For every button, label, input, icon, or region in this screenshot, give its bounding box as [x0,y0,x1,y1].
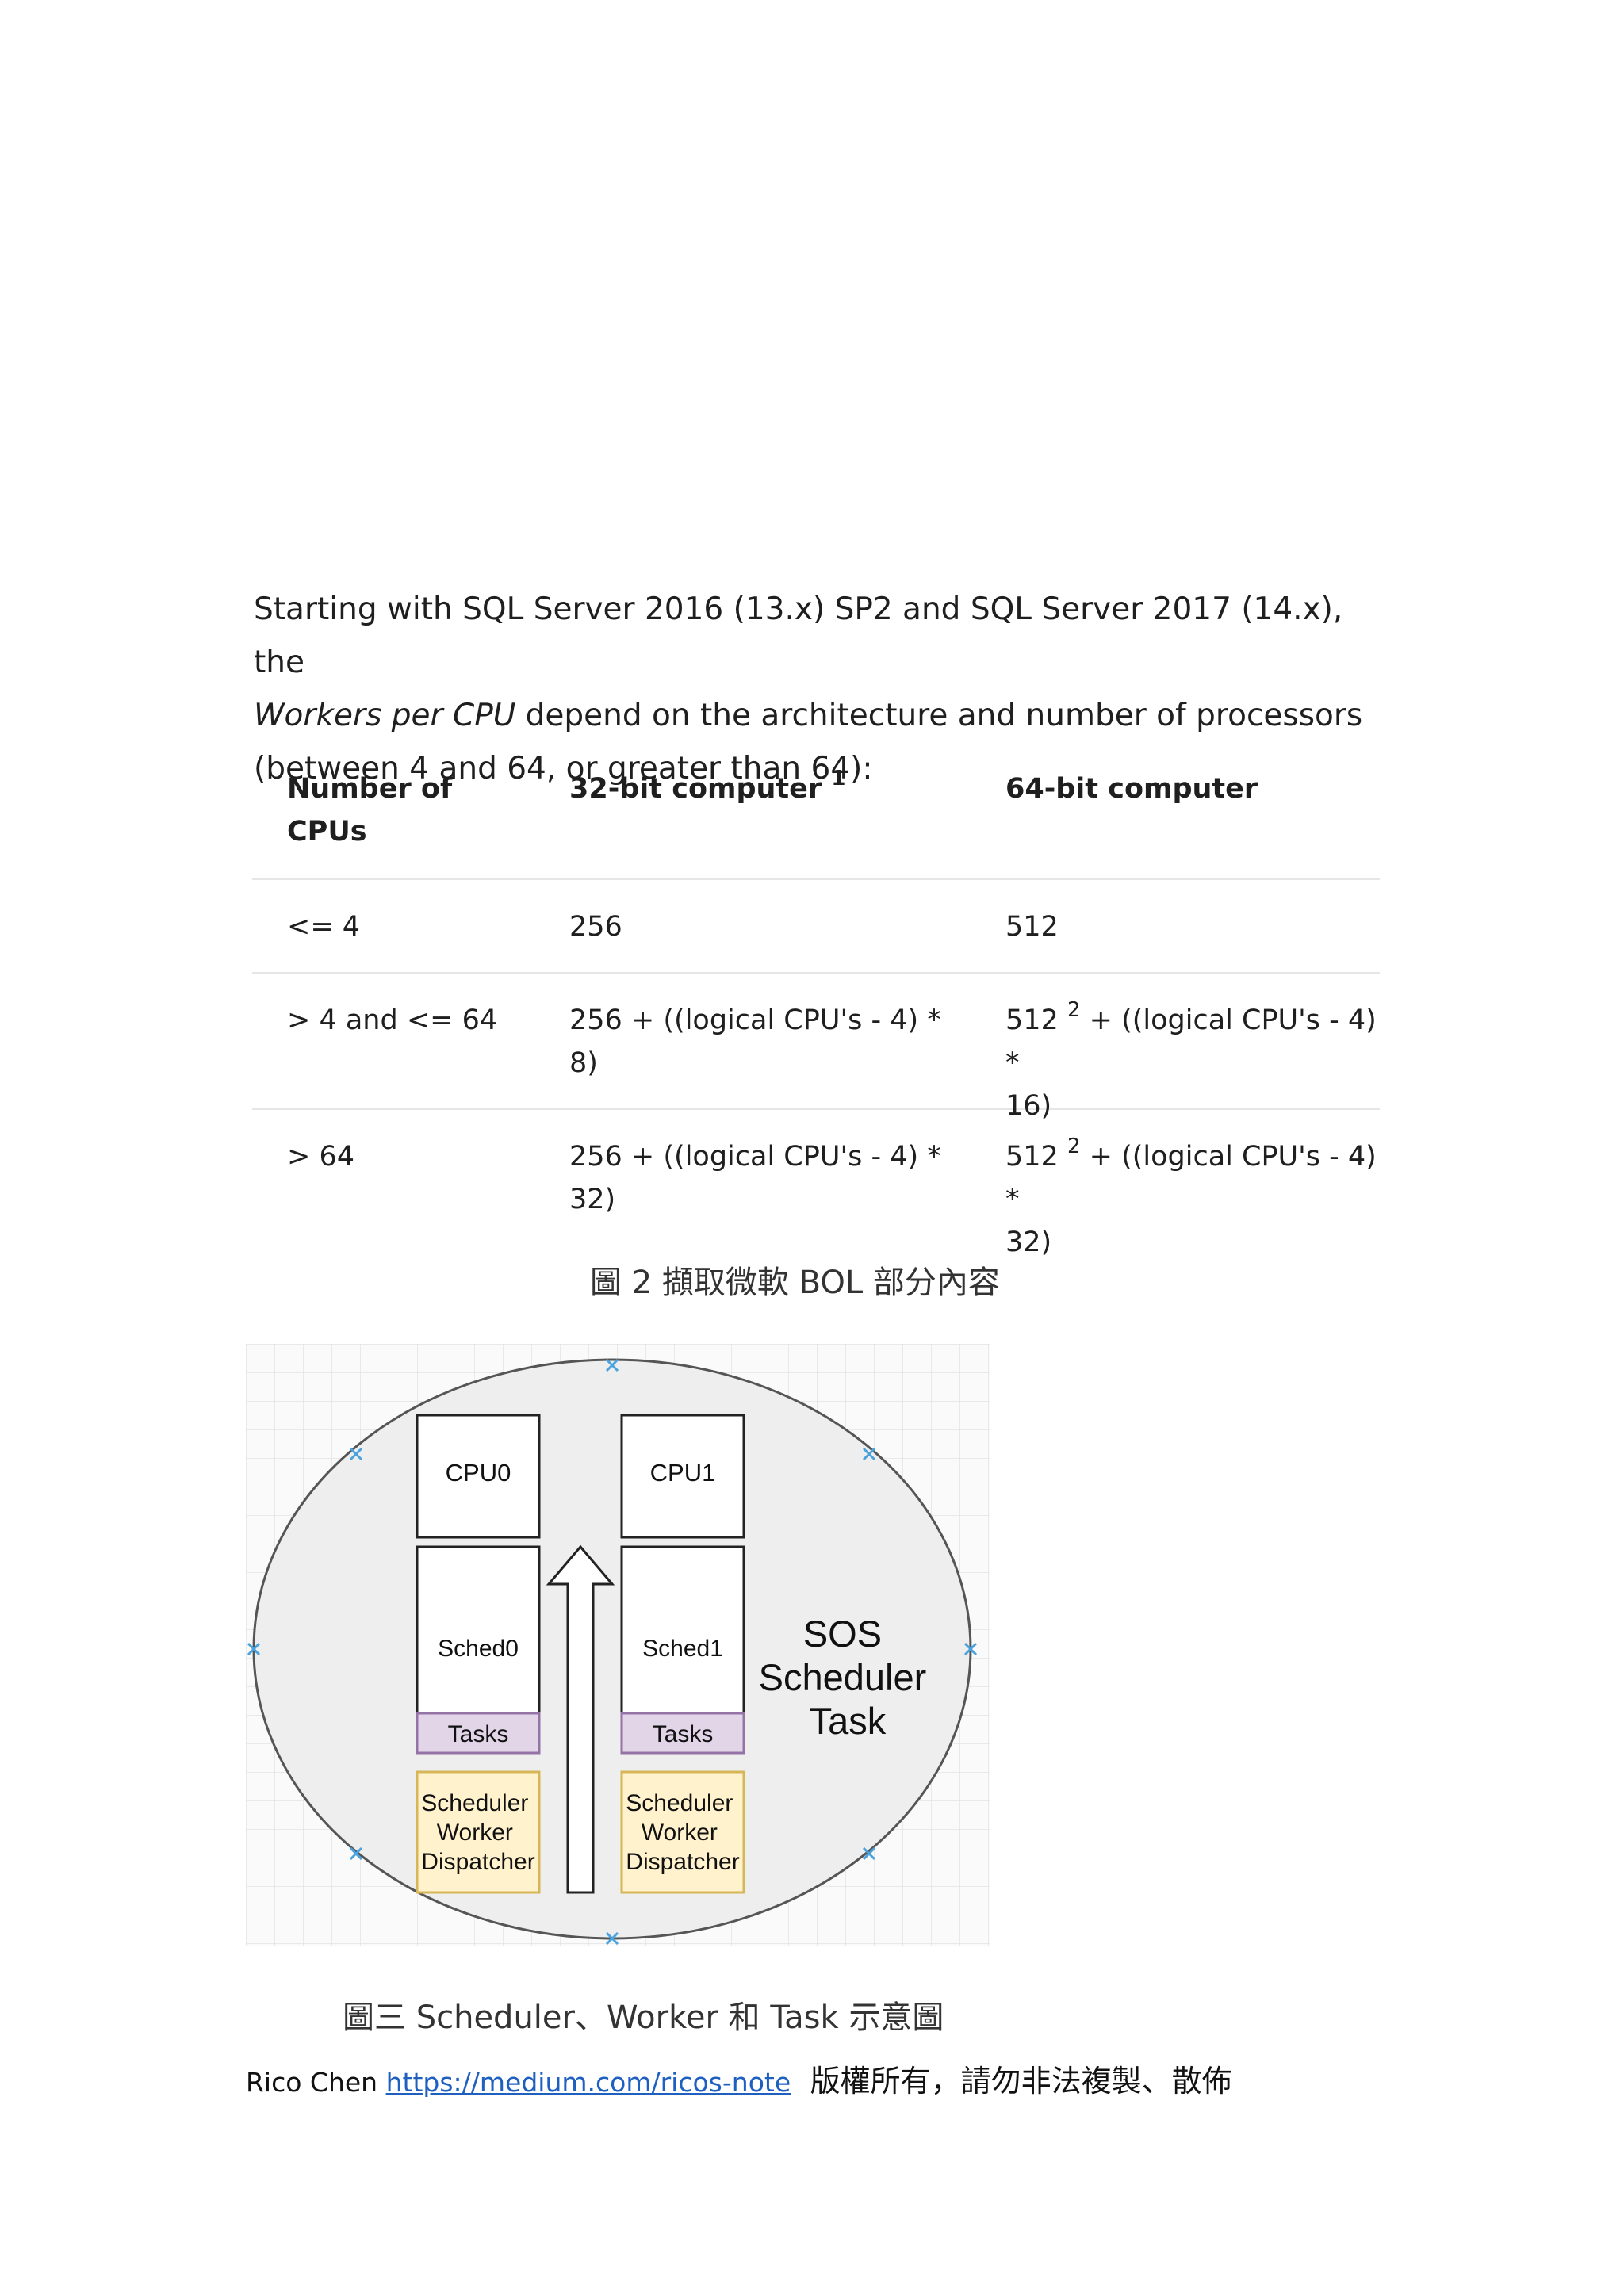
header-cpus-line-1: Number of [287,773,453,805]
row-64bit: 512 2 + ((logical CPU's - 4) * 16) [1005,999,1378,1127]
handle-icon [862,1846,876,1861]
sos-line-2: Scheduler [759,1656,927,1698]
row-32bit: 256 + ((logical CPU's - 4) * 8) [569,999,966,1085]
row-32bit: 256 + ((logical CPU's - 4) * 32) [569,1135,966,1221]
footnote-ref-1: 1 [831,767,846,790]
cpu0-label: CPU0 [446,1459,511,1487]
swd0-line-1: Scheduler [421,1790,528,1816]
row-32bit-line-2: 32) [569,1184,616,1215]
row-64bit-formula: + ((logical CPU's - 4) * [1005,1004,1377,1079]
row-cpus: > 64 [287,1141,354,1173]
handle-icon [349,1447,363,1461]
scheduler-diagram: CPU0 CPU1 Sched0 Tasks Sched1 Tasks Sche… [246,1344,990,1946]
sched0-label: Sched0 [438,1636,519,1662]
header-cpus: Number of CPUs [287,767,541,853]
swd1-box [620,1770,745,1894]
header-cpus-line-2: CPUs [287,816,367,848]
handle-icon [605,1931,619,1946]
swd1-line-3: Dispatcher [626,1849,739,1875]
row-32bit-line-2: 8) [569,1047,598,1079]
footnote-ref-2: 2 [1067,1135,1081,1158]
tasks0-label: Tasks [448,1721,509,1747]
row-64bit-base: 512 [1005,1004,1059,1036]
swd1-line-2: Worker [642,1820,718,1846]
swd0-box [416,1770,541,1894]
row-64bit-base: 512 [1005,1141,1059,1173]
table-header-row: Number of CPUs 32-bit computer 1 64-bit … [252,753,1380,880]
author-name: Rico Chen [246,2067,378,2098]
intro-line-2: Workers per CPU depend on the architectu… [254,689,1396,742]
workers-table: Number of CPUs 32-bit computer 1 64-bit … [252,753,1380,1258]
row-cpus: <= 4 [287,911,361,943]
swd0-line-2: Worker [437,1820,513,1846]
swd0-line-3: Dispatcher [421,1849,534,1875]
row-64bit: 512 2 + ((logical CPU's - 4) * 32) [1005,1135,1378,1264]
header-32bit-label: 32-bit computer [569,773,822,805]
cpu1-label: CPU1 [650,1459,716,1487]
handle-icon [247,1642,261,1656]
swd1-line-1: Scheduler [626,1790,733,1816]
swd1-label: Scheduler Worker Dispatcher [626,1790,739,1875]
tasks1-label: Tasks [653,1721,714,1747]
copyright-footer: Rico Chen https://medium.com/ricos-note … [246,2057,1232,2100]
intro-paragraph: Starting with SQL Server 2016 (13.x) SP2… [254,583,1396,795]
up-arrow-icon [546,1544,615,1894]
row-32bit: 256 [569,911,622,943]
handle-icon [605,1358,619,1372]
copyright-note: 版權所有，請勿非法複製、散佈 [810,2064,1232,2099]
swd0-label: Scheduler Worker Dispatcher [421,1790,534,1875]
tasks0-box [416,1712,541,1755]
figure-3-caption: 圖三 Scheduler、Worker 和 Task 示意圖 [343,1999,944,2036]
table-row: > 64 256 + ((logical CPU's - 4) * 32) 51… [252,1110,1380,1258]
medium-link[interactable]: https://medium.com/ricos-note [385,2067,791,2098]
row-64bit-line-2: 32) [1005,1226,1052,1258]
intro-emphasis: Workers per CPU [254,698,516,733]
figure-2-caption: 圖 2 擷取微軟 BOL 部分內容 [590,1265,1000,1301]
intro-line-1: Starting with SQL Server 2016 (13.x) SP2… [254,591,1343,680]
row-32bit-line-1: 256 + ((logical CPU's - 4) * [569,1004,941,1036]
sched1-label: Sched1 [642,1636,723,1662]
sos-line-3: Task [810,1700,887,1742]
row-64bit-line-1: 512 2 + ((logical CPU's - 4) * [1005,999,1378,1085]
handle-icon [862,1447,876,1461]
handle-icon [349,1846,363,1861]
tasks1-box [620,1712,745,1755]
header-64bit: 64-bit computer [1005,773,1258,805]
row-32bit-line-1: 256 + ((logical CPU's - 4) * [569,1141,941,1173]
row-64bit-formula: + ((logical CPU's - 4) * [1005,1141,1377,1215]
intro-line-3: (between 4 and 64, or greater than 64): [254,751,873,786]
cpu0-box [416,1414,541,1539]
row-64bit-line-1: 512 2 + ((logical CPU's - 4) * [1005,1135,1378,1221]
table-row: > 4 and <= 64 256 + ((logical CPU's - 4)… [252,974,1380,1122]
row-cpus: > 4 and <= 64 [287,1004,498,1036]
sos-scheduler-task-label: SOS Scheduler Task [759,1613,937,1742]
row-64bit-line-2: 16) [1005,1090,1052,1122]
intro-line-2-rest: depend on the architecture and number of… [515,698,1363,733]
row-64bit: 512 [1005,911,1059,943]
selection-handles [247,1358,978,1946]
handle-icon [963,1642,978,1656]
header-32bit: 32-bit computer 1 [569,767,966,810]
sos-line-1: SOS [803,1613,882,1655]
footnote-ref-2: 2 [1067,998,1081,1022]
cpu1-box [620,1414,745,1539]
table-row: <= 4 256 512 [252,880,1380,974]
